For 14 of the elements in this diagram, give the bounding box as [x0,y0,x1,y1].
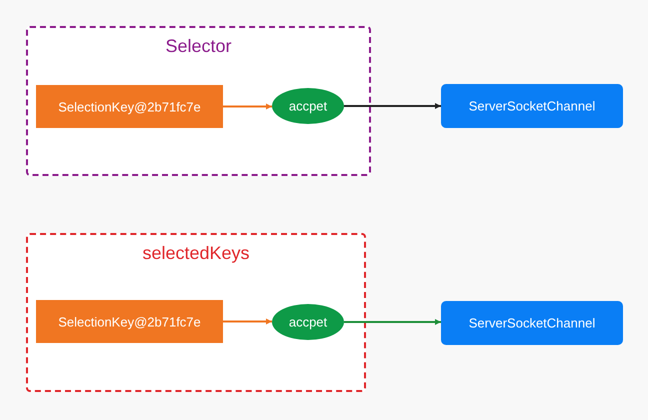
process-box: ServerSocketChannel [441,301,623,345]
process-box: SelectionKey@2b71fc7e [36,85,223,128]
dashed-group-box [26,26,371,176]
ellipse-node: accpet [272,304,344,340]
dashed-group-box [26,233,366,392]
ellipse-node: accpet [272,88,344,124]
arrow [223,318,272,324]
group-title: selectedKeys [141,243,251,264]
process-box: SelectionKey@2b71fc7e [36,300,223,343]
arrow [344,319,441,325]
arrow [223,104,272,110]
arrow [344,103,441,109]
group-title: Selector [164,36,233,57]
process-box: ServerSocketChannel [441,84,623,128]
